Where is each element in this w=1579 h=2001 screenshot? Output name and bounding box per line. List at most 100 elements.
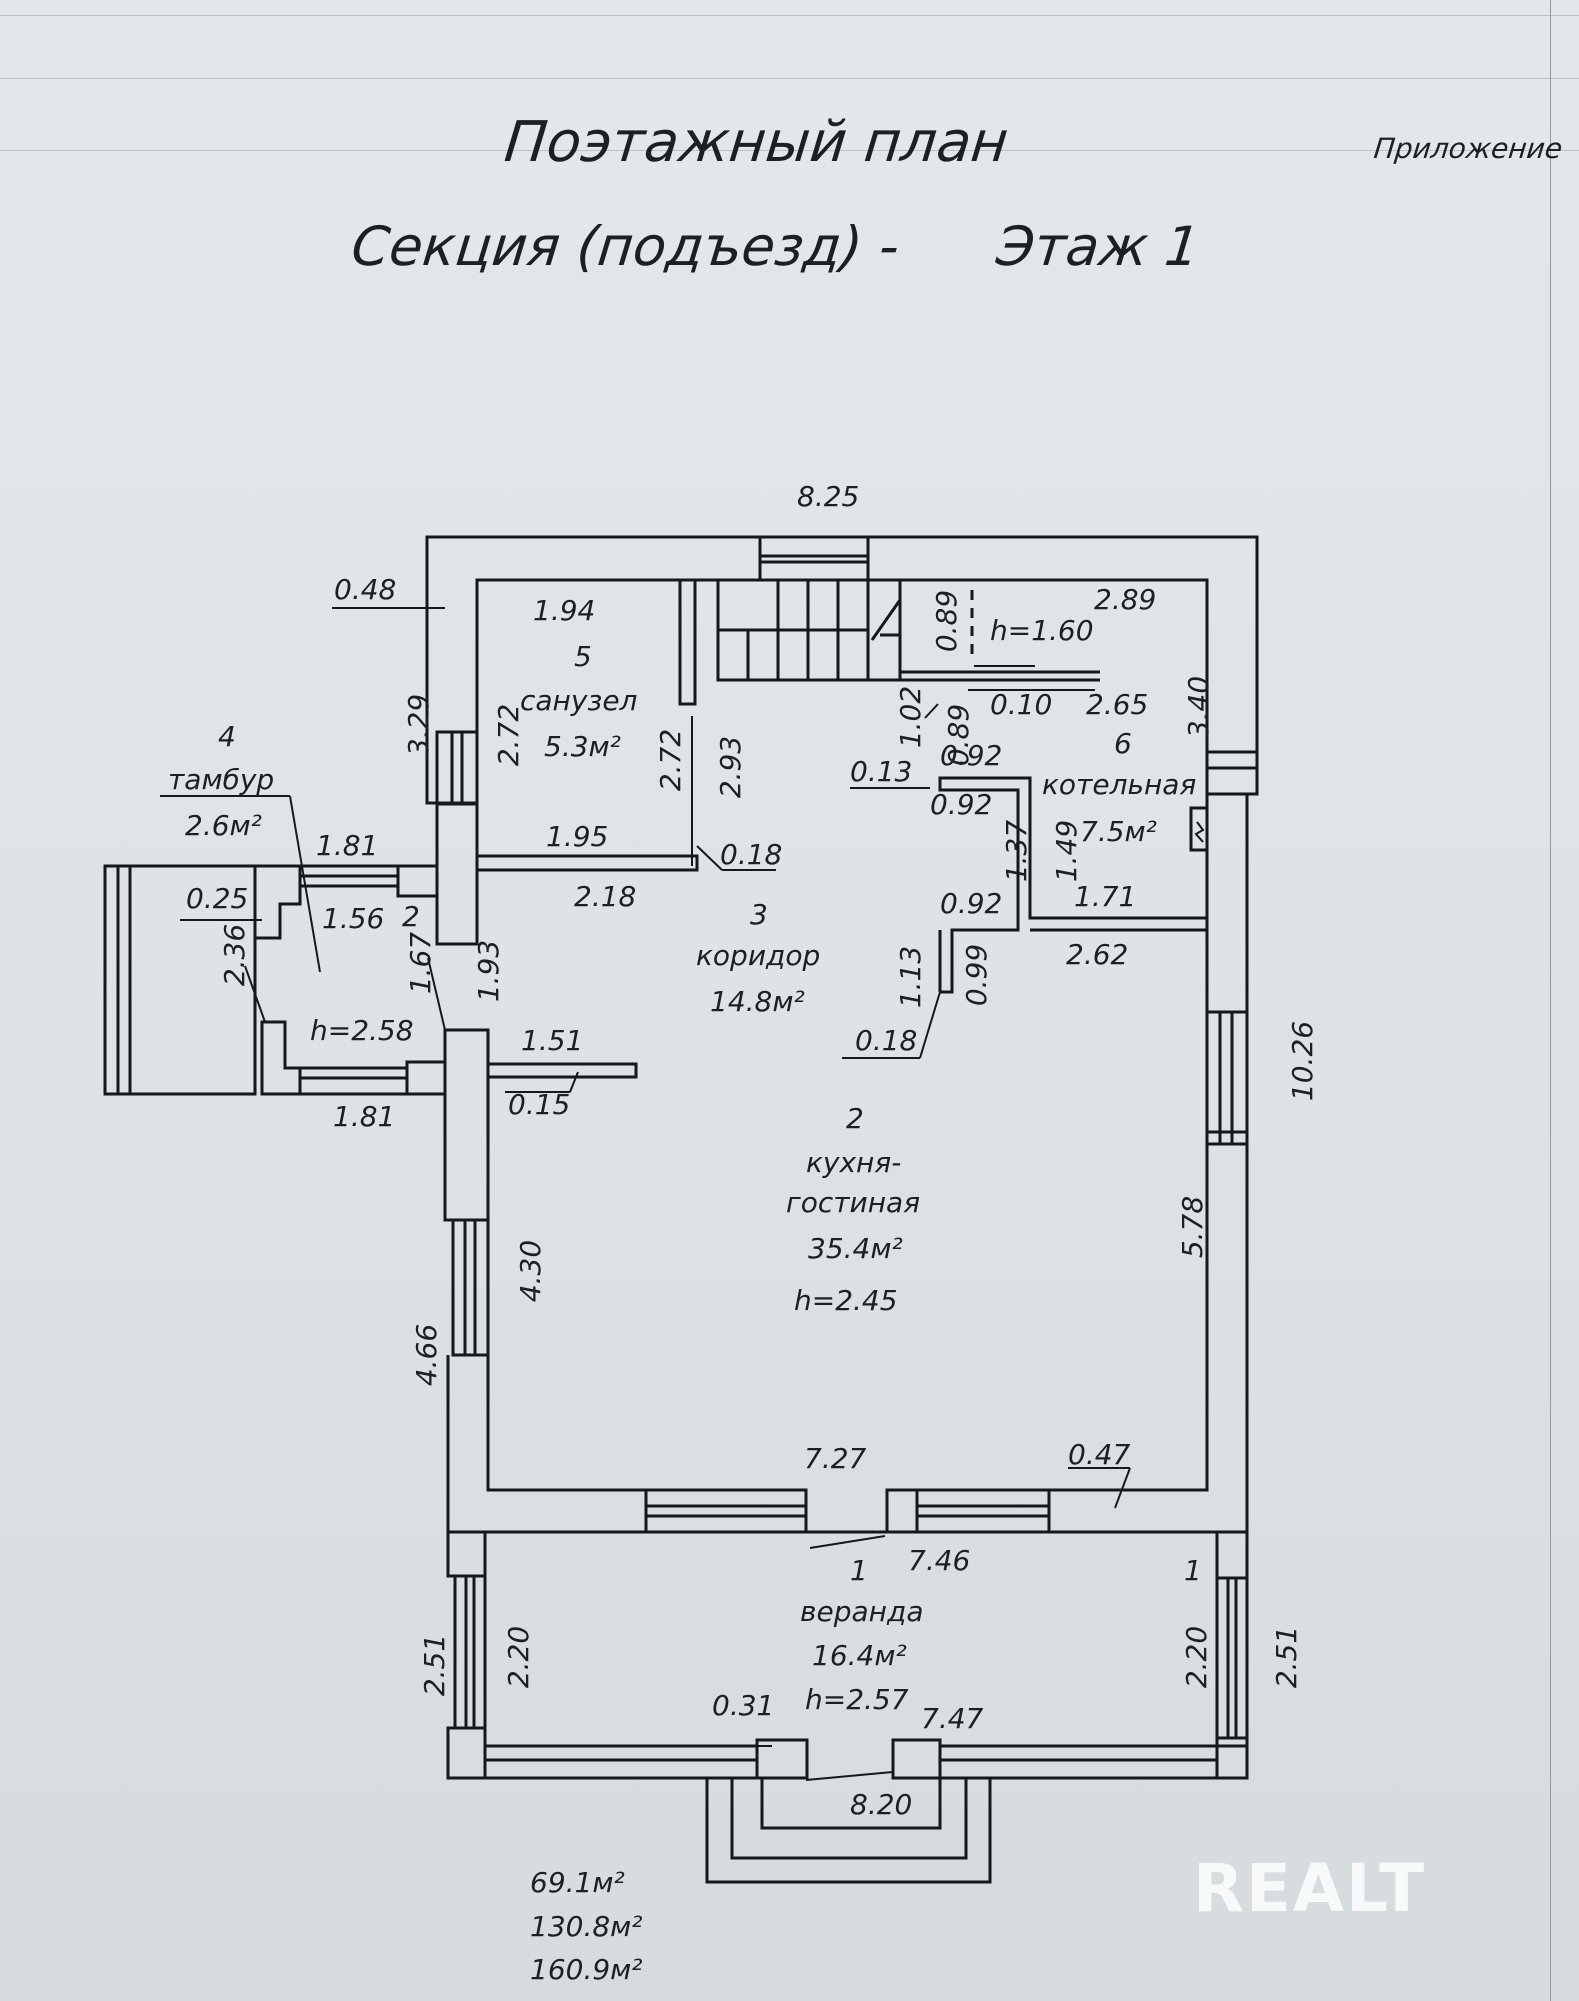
window-left-kitchen bbox=[451, 1218, 490, 1357]
window-right-mid bbox=[1205, 1010, 1249, 1146]
room-3-number: 3 bbox=[750, 898, 768, 931]
veranda-post bbox=[446, 1530, 487, 1578]
dim-5-78: 5.78 bbox=[1176, 1195, 1210, 1259]
dim-0-92-a: 0.92 bbox=[940, 739, 1003, 772]
dim-2-89: 2.89 bbox=[1094, 583, 1157, 616]
vestibule-top bbox=[255, 864, 439, 944]
entry-jamb-left bbox=[755, 1738, 809, 1780]
room-3-area: 14.8м² bbox=[710, 985, 805, 1018]
dim-1-51: 1.51 bbox=[521, 1024, 584, 1057]
room-4-name: тамбур bbox=[168, 763, 275, 796]
dim-0-31: 0.31 bbox=[712, 1689, 775, 1722]
sheet-rule bbox=[0, 150, 1579, 151]
dim-2-62: 2.62 bbox=[1066, 938, 1129, 971]
entry-jamb-right bbox=[891, 1738, 942, 1780]
dim-0-99: 0.99 bbox=[960, 943, 994, 1007]
room-5-name: санузел bbox=[520, 684, 638, 717]
room-2-height: h=2.45 bbox=[794, 1284, 898, 1317]
room-5-number: 5 bbox=[574, 640, 592, 673]
veranda-window-right bbox=[1215, 1576, 1249, 1740]
veranda-post bbox=[1215, 1530, 1249, 1580]
veranda-window-left bbox=[453, 1574, 487, 1730]
room-5-area: 5.3м² bbox=[544, 730, 621, 763]
window-right-top bbox=[1205, 750, 1259, 796]
dim-1-81-b: 1.81 bbox=[333, 1100, 396, 1133]
dim-0-15: 0.15 bbox=[508, 1088, 571, 1121]
vestibule-bottom-post bbox=[260, 1020, 302, 1096]
dim-0-10: 0.10 bbox=[990, 688, 1053, 721]
dim-2-65: 2.65 bbox=[1086, 688, 1149, 721]
dim-1-13: 1.13 bbox=[894, 945, 928, 1009]
dim-0-48: 0.48 bbox=[334, 573, 397, 606]
room-2-name-2: гостиная bbox=[786, 1186, 921, 1219]
veranda-post bbox=[446, 1726, 487, 1780]
room-2-name-1: кухня- bbox=[806, 1146, 902, 1179]
window-left-bath bbox=[435, 730, 479, 806]
dim-0-47: 0.47 bbox=[1068, 1438, 1131, 1471]
section-label: Секция (подъезд) - bbox=[348, 215, 903, 278]
total-area-2: 130.8м² bbox=[530, 1910, 643, 1943]
room-1-number: 1 bbox=[850, 1554, 868, 1587]
window-bottom-right bbox=[915, 1488, 1051, 1534]
room-2-area: 35.4м² bbox=[808, 1232, 903, 1265]
dim-1-71: 1.71 bbox=[1074, 880, 1137, 913]
window-bottom-left bbox=[644, 1488, 808, 1534]
dim-4-30: 4.30 bbox=[514, 1239, 548, 1303]
dim-1-94: 1.94 bbox=[533, 594, 596, 627]
plan-title: Поэтажный план bbox=[501, 110, 1012, 175]
dim-2-20-a: 2.20 bbox=[502, 1625, 536, 1689]
vestibule-door-frame bbox=[396, 864, 439, 898]
wall-right-upper bbox=[1205, 792, 1249, 1014]
door-number-1: 1 bbox=[1184, 1554, 1202, 1587]
dim-1-95: 1.95 bbox=[546, 820, 609, 853]
vestibule-left-post bbox=[253, 864, 302, 940]
dim-0-25: 0.25 bbox=[186, 882, 249, 915]
wall-left-lower-b bbox=[446, 1353, 648, 1534]
room-6-number: 6 bbox=[1114, 727, 1132, 760]
wall-left-lower-a bbox=[443, 1028, 490, 1222]
room-1-name: веранда bbox=[800, 1595, 924, 1628]
wall-left-mid bbox=[435, 802, 479, 946]
dim-10-26: 10.26 bbox=[1286, 1020, 1320, 1102]
veranda-post bbox=[1215, 1736, 1249, 1780]
room-2-number: 2 bbox=[846, 1102, 864, 1135]
realt-watermark: REALT bbox=[1193, 1850, 1427, 1927]
window-top bbox=[758, 535, 870, 582]
dim-7-47: 7.47 bbox=[921, 1702, 984, 1735]
room-6-area: 7.5м² bbox=[1080, 815, 1157, 848]
door-number-2: 2 bbox=[402, 900, 420, 933]
boiler-device bbox=[1189, 806, 1209, 852]
dim-0-89-a: 0.89 bbox=[930, 589, 964, 653]
dim-0-92-b: 0.92 bbox=[930, 788, 993, 821]
room-4-height: h=2.58 bbox=[310, 1014, 414, 1047]
dim-0-18-b: 0.18 bbox=[855, 1024, 918, 1057]
dim-2-72-a: 2.72 bbox=[492, 703, 526, 767]
dim-1-02: 1.02 bbox=[894, 685, 928, 749]
room-4-area: 2.6м² bbox=[185, 809, 262, 842]
dim-top-width: 8.25 bbox=[797, 480, 860, 513]
veranda-window-bottom-left bbox=[483, 1744, 759, 1780]
dim-3-40: 3.40 bbox=[1182, 675, 1216, 739]
dim-1-93: 1.93 bbox=[472, 939, 506, 1003]
sheet-rule bbox=[0, 78, 1579, 79]
dim-2-18: 2.18 bbox=[574, 880, 637, 913]
dim-4-66: 4.66 bbox=[410, 1323, 444, 1387]
total-area-3: 160.9м² bbox=[530, 1953, 643, 1986]
sheet-rule bbox=[0, 15, 1579, 16]
dim-2-36: 2.36 bbox=[218, 923, 252, 987]
wall-bottom-right bbox=[1047, 1130, 1249, 1534]
electrical-mark bbox=[1194, 821, 1205, 843]
room-4-number: 4 bbox=[218, 720, 236, 753]
dim-1-37: 1.37 bbox=[1000, 819, 1034, 883]
veranda-outline bbox=[448, 1530, 1249, 1780]
dim-2-51-a: 2.51 bbox=[418, 1633, 452, 1697]
dim-8-20: 8.20 bbox=[850, 1788, 913, 1821]
dim-2-72-b: 2.72 bbox=[654, 728, 688, 792]
dim-2-93: 2.93 bbox=[714, 735, 748, 799]
dim-0-13: 0.13 bbox=[850, 755, 913, 788]
sheet-border bbox=[1550, 0, 1551, 2001]
vestibule-door-jamb bbox=[405, 1060, 447, 1096]
dim-1-49: 1.49 bbox=[1050, 819, 1084, 883]
